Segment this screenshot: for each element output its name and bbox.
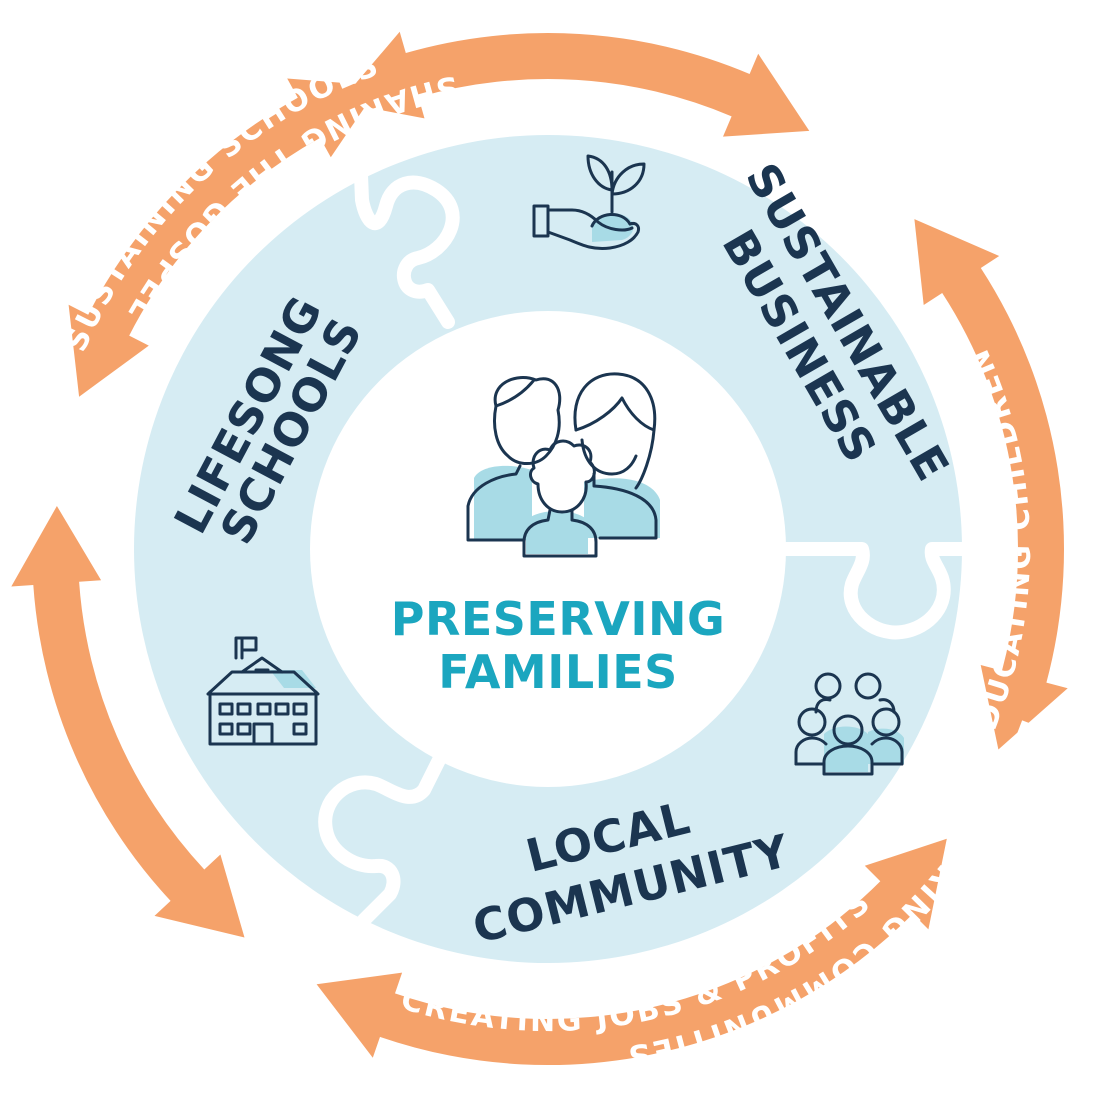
family-icon	[466, 372, 660, 558]
school-building-icon	[206, 636, 320, 746]
hand-plant-icon	[532, 154, 646, 250]
arrow-educating	[339, 31, 810, 137]
center-label-line2: FAMILIES	[438, 645, 678, 699]
people-group-icon	[794, 672, 904, 776]
puzzle-separators	[318, 143, 969, 927]
arrow-creating	[914, 219, 1068, 750]
arrow-sharing	[68, 78, 380, 397]
center-label-line1: PRESERVING	[391, 592, 726, 646]
arrow-empowering	[316, 838, 947, 1066]
arrow-sustaining	[11, 506, 245, 938]
arrow-ring	[11, 31, 1068, 1066]
